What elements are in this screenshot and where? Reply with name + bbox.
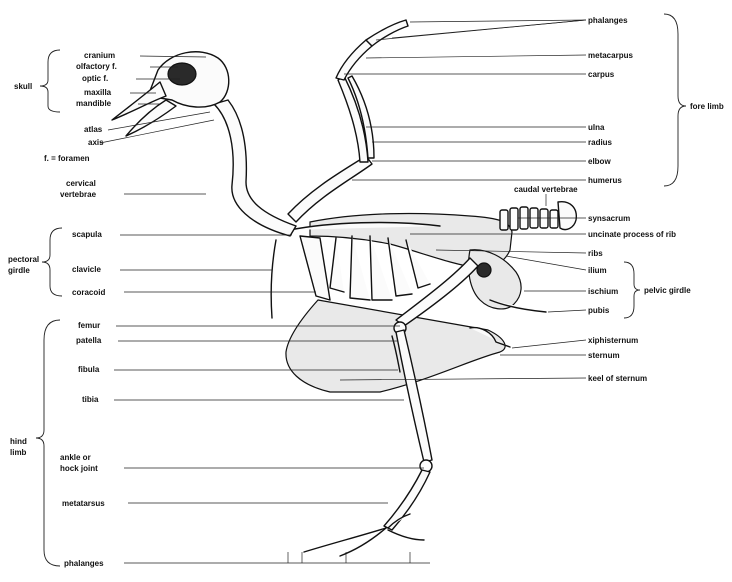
label-synsacrum: synsacrum	[588, 214, 630, 223]
label-patella: patella	[76, 336, 102, 345]
label-foot-phalanges: phalanges	[64, 559, 104, 568]
hind-limb-brace	[36, 320, 60, 566]
label-cervical: cervical	[66, 179, 96, 188]
label-olfactory-foramen: olfactory f.	[76, 62, 117, 71]
acetabulum-socket	[477, 263, 491, 277]
label-humerus: humerus	[588, 176, 622, 185]
clavicle-bone	[271, 240, 276, 318]
label-ulna: ulna	[588, 123, 605, 132]
label-radius: radius	[588, 138, 613, 147]
foot-phalanges-bones	[304, 514, 424, 556]
label-cranium: cranium	[84, 51, 115, 60]
label-vertebrae: vertebrae	[60, 190, 97, 199]
group-fore-limb: fore limb	[690, 102, 724, 111]
label-mandible: mandible	[76, 99, 112, 108]
label-sternum: sternum	[588, 351, 620, 360]
label-ischium: ischium	[588, 287, 618, 296]
label-caudal-vertebrae: caudal vertebrae	[514, 185, 578, 194]
skull-brace	[40, 50, 60, 112]
label-metatarsus: metatarsus	[62, 499, 105, 508]
label-uncinate-process: uncinate process of rib	[588, 230, 676, 239]
orbit-eye-socket	[168, 63, 196, 85]
label-atlas: atlas	[84, 125, 103, 134]
wing-phalanges-bone	[366, 20, 408, 46]
label-ribs: ribs	[588, 249, 603, 258]
label-coracoid: coracoid	[72, 288, 105, 297]
skeleton-illustration	[112, 20, 576, 556]
label-femur: femur	[78, 321, 100, 330]
group-pelvic-girdle: pelvic girdle	[644, 286, 691, 295]
ischium-bone	[468, 250, 521, 309]
label-maxilla: maxilla	[84, 88, 112, 97]
label-pubis: pubis	[588, 306, 610, 315]
coracoid-bone	[300, 236, 330, 300]
cervical-vertebrae-bones	[214, 100, 296, 236]
group-hind: hind	[10, 437, 27, 446]
label-metacarpus: metacarpus	[588, 51, 633, 60]
label-wing-phalanges: phalanges	[588, 16, 628, 25]
label-tibia: tibia	[82, 395, 99, 404]
label-ilium: ilium	[588, 266, 607, 275]
humerus-bone	[288, 156, 372, 222]
group-limb: limb	[10, 448, 27, 457]
group-pectoral: pectoral	[8, 255, 39, 264]
label-axis: axis	[88, 138, 104, 147]
label-hock-joint: hock joint	[60, 464, 98, 473]
label-scapula: scapula	[72, 230, 102, 239]
label-optic-foramen: optic f.	[82, 74, 108, 83]
tarsometatarsus-bone	[384, 470, 430, 530]
pelvic-girdle-brace	[624, 262, 640, 318]
left-labels: cranium olfactory f. optic f. maxilla ma…	[44, 51, 117, 568]
group-skull: skull	[14, 82, 32, 91]
fore-limb-brace	[664, 14, 686, 186]
label-carpus: carpus	[588, 70, 615, 79]
label-clavicle: clavicle	[72, 265, 101, 274]
caudal-vertebrae-bones	[500, 202, 576, 230]
label-xiphisternum: xiphisternum	[588, 336, 638, 345]
label-fibula: fibula	[78, 365, 100, 374]
group-girdle: girdle	[8, 266, 30, 275]
label-elbow: elbow	[588, 157, 611, 166]
label-ankle: ankle or	[60, 453, 91, 462]
sternum-bone	[286, 300, 505, 392]
label-foramen-note: f. = foramen	[44, 154, 90, 163]
label-keel-of-sternum: keel of sternum	[588, 374, 647, 383]
pectoral-brace	[42, 228, 62, 296]
right-labels: phalanges metacarpus carpus ulna radius …	[514, 16, 676, 383]
